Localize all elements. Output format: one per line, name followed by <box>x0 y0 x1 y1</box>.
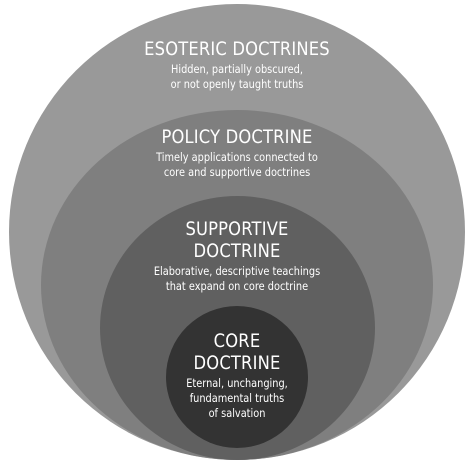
policy-description-line-2: core and supportive doctrines <box>163 165 311 179</box>
core-doctrine-label: CORE DOCTRINE Eternal, unchanging, funda… <box>167 330 307 421</box>
core-description-line-3: of salvation <box>208 406 266 420</box>
core-doctrine-title-line-2: DOCTRINE <box>193 352 281 374</box>
core-description-line-1: Eternal, unchanging, <box>186 376 288 390</box>
core-doctrine-circle <box>166 306 308 448</box>
supportive-description-line-1: Elaborative, descriptive teachings <box>153 264 321 278</box>
supportive-doctrine-label: SUPPORTIVE DOCTRINE Elaborative, descrip… <box>87 218 387 294</box>
policy-doctrine-label: POLICY DOCTRINE Timely applications conn… <box>87 126 387 180</box>
supportive-doctrine-title-line-1: SUPPORTIVE <box>185 218 289 240</box>
policy-doctrine-title: POLICY DOCTRINE <box>161 126 313 148</box>
esoteric-description-line-1: Hidden, partially obscured, <box>171 62 303 76</box>
core-doctrine-title-line-1: CORE <box>213 330 261 352</box>
core-description-line-2: fundamental truths <box>189 391 285 405</box>
esoteric-doctrines-title: ESOTERIC DOCTRINES <box>144 38 330 60</box>
policy-description-line-1: Timely applications connected to <box>156 150 318 164</box>
supportive-doctrine-title-line-2: DOCTRINE <box>193 240 281 262</box>
supportive-description-line-2: that expand on core doctrine <box>165 279 309 293</box>
esoteric-description-line-2: or not openly taught truths <box>170 77 304 91</box>
esoteric-doctrines-label: ESOTERIC DOCTRINES Hidden, partially obs… <box>87 38 387 92</box>
